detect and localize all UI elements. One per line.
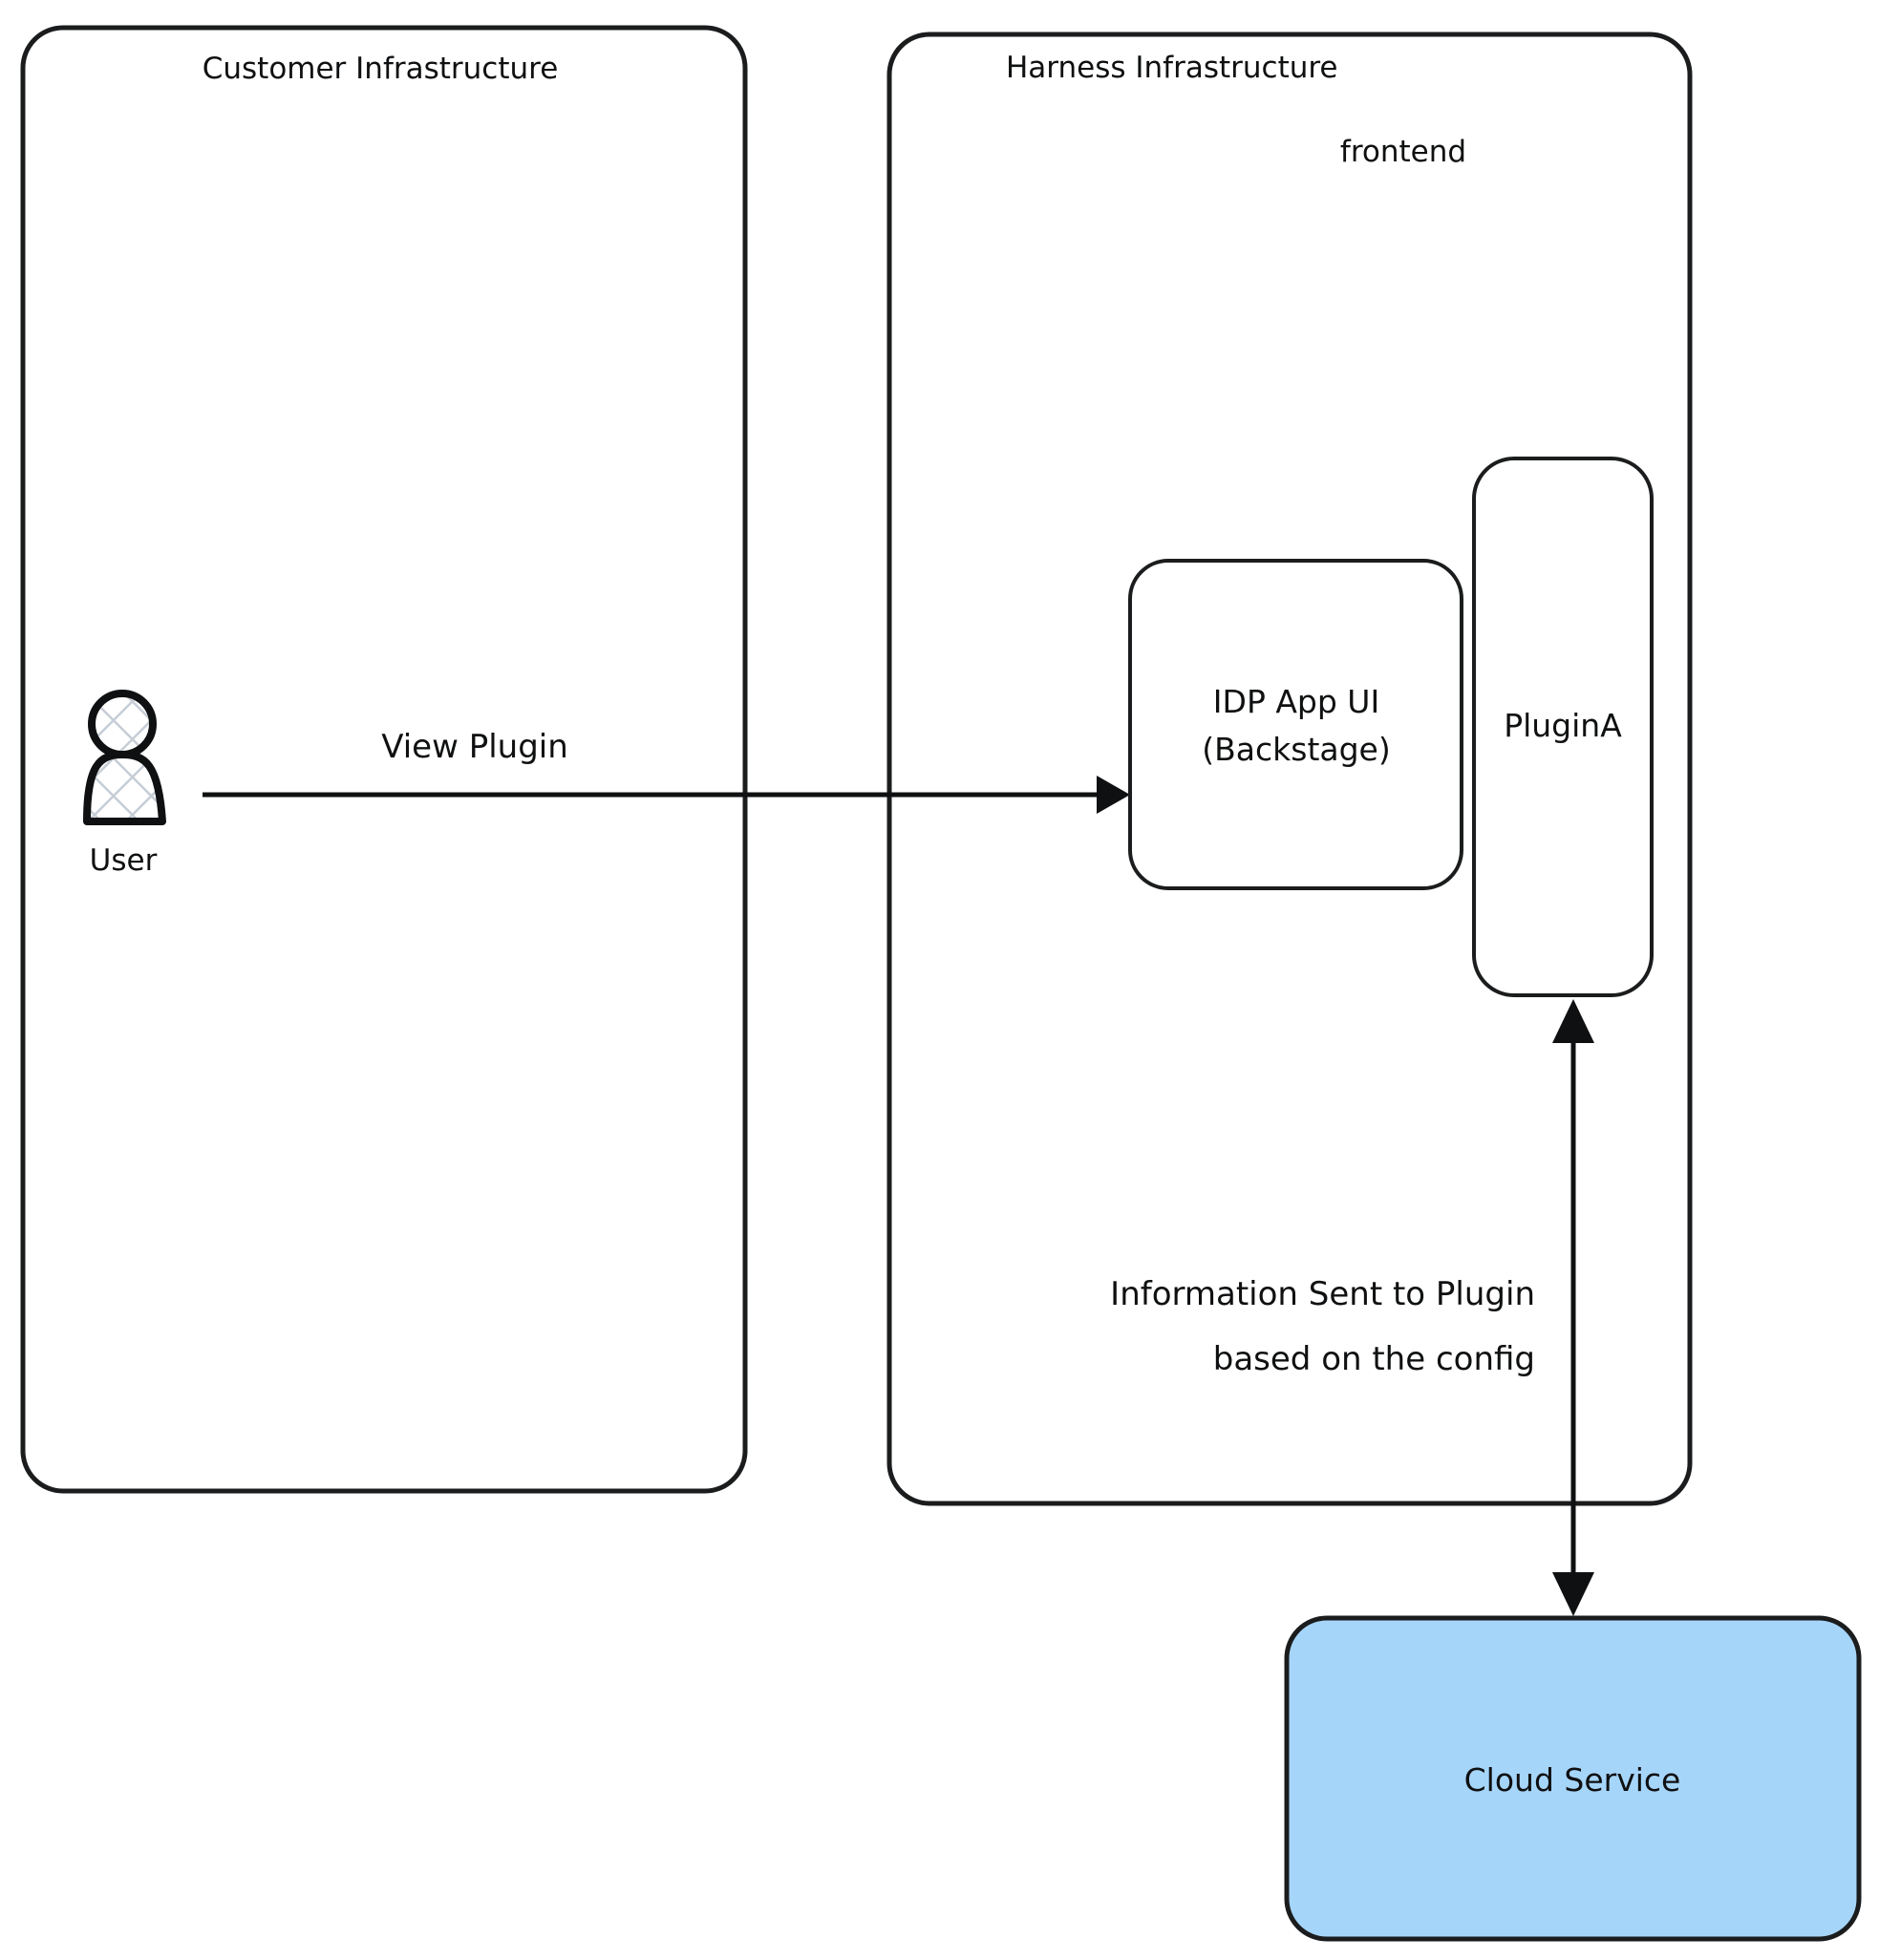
user-actor-label: User	[90, 843, 158, 878]
user-actor[interactable]: User	[83, 690, 166, 878]
node-plugin-a[interactable]: PluginA	[1472, 457, 1654, 997]
edge-plugin-to-cloud-label-line1: Information Sent to Plugin	[1110, 1275, 1535, 1313]
idp-app-ui-label-line2: (Backstage)	[1202, 731, 1390, 768]
user-actor-body-icon	[83, 751, 166, 825]
edge-plugin-to-cloud[interactable]: Information Sent to Plugin based on the …	[1110, 999, 1594, 1616]
plugin-a-label: PluginA	[1504, 707, 1622, 744]
customer-infrastructure-boundary	[20, 25, 748, 1494]
edge-user-to-idp[interactable]: View Plugin	[203, 728, 1130, 814]
edge-user-to-idp-label: View Plugin	[381, 728, 568, 766]
edge-plugin-to-cloud-arrowhead-down-icon	[1552, 1572, 1594, 1616]
edge-user-to-idp-arrowhead-icon	[1097, 776, 1130, 814]
cloud-service-label: Cloud Service	[1464, 1761, 1681, 1799]
harness-infrastructure-label: Harness Infrastructure	[1006, 51, 1338, 85]
edge-plugin-to-cloud-arrowhead-up-icon	[1552, 999, 1594, 1043]
plugin-a-box	[1472, 457, 1654, 997]
node-idp-app-ui[interactable]: IDP App UI (Backstage)	[1128, 559, 1463, 890]
user-actor-head-icon	[88, 690, 157, 758]
idp-app-ui-box	[1128, 559, 1463, 890]
customer-infrastructure-label: Customer Infrastructure	[203, 52, 559, 86]
node-cloud-service[interactable]: Cloud Service	[1284, 1615, 1862, 1942]
edge-plugin-to-cloud-label-line2: based on the config	[1213, 1340, 1535, 1378]
container-customer-infrastructure: Customer Infrastructure	[20, 25, 748, 1494]
frontend-group-label: frontend	[1340, 135, 1466, 169]
cloud-service-box	[1284, 1615, 1862, 1942]
idp-app-ui-label-line1: IDP App UI	[1213, 683, 1379, 720]
